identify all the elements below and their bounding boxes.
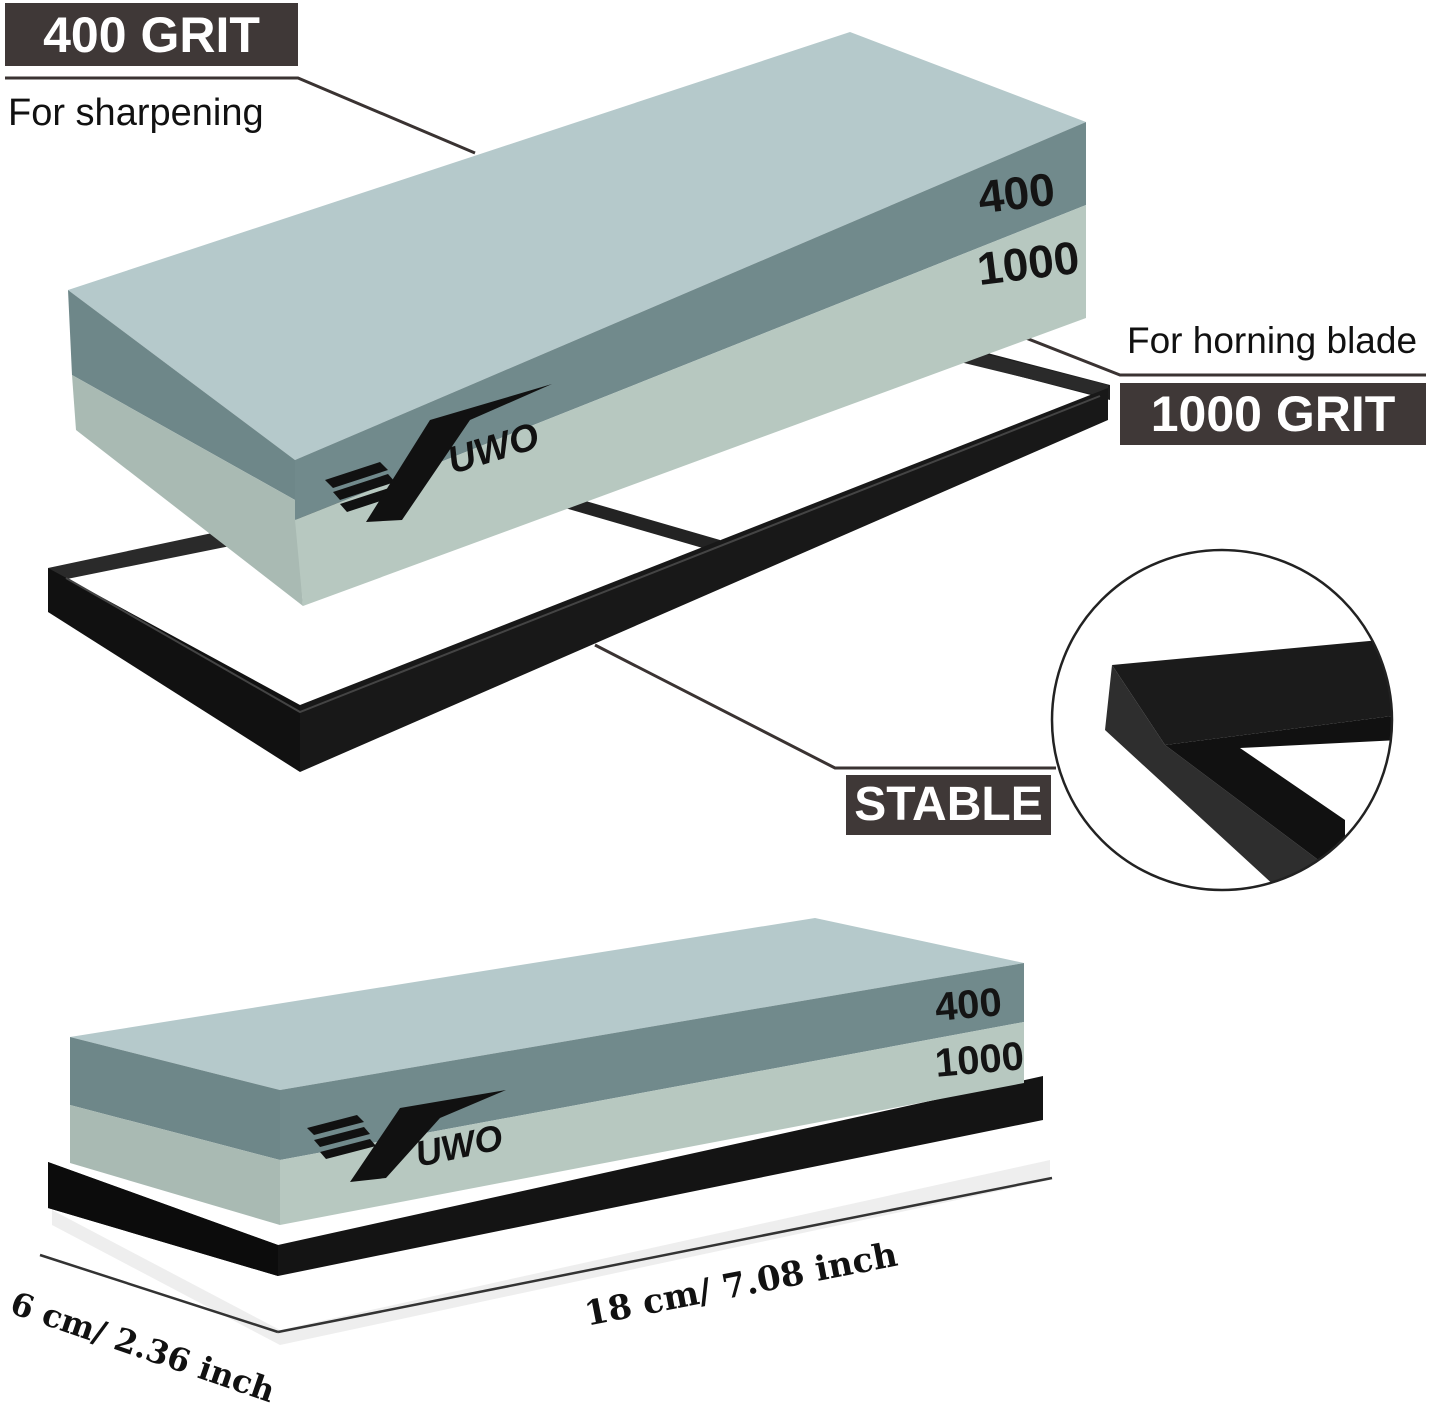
brand-logo-mark <box>307 1090 506 1182</box>
assembled-bottom-grit-label: 1000 <box>933 1034 1026 1086</box>
stable-tag: STABLE <box>846 775 1051 835</box>
grit-1000-caption: For horning blade <box>1127 320 1418 361</box>
brand-logo-mark <box>325 384 552 522</box>
grit-1000-tag: 1000 GRIT <box>1120 383 1426 445</box>
base-detail-zoom <box>1050 548 1394 892</box>
callout-lines <box>5 76 1426 770</box>
whetstone-separated <box>68 32 1086 606</box>
product-illustration <box>5 32 1426 1345</box>
grit-400-caption: For sharpening <box>8 92 264 134</box>
assembled-top-grit-label: 400 <box>933 980 1004 1030</box>
dimension-lines <box>39 1176 1053 1334</box>
whetstone-assembled <box>48 918 1050 1345</box>
grit-400-tag: 400 GRIT <box>5 3 298 66</box>
stone-bottom-grit-label: 1000 <box>974 230 1083 296</box>
stone-top-grit-label: 400 <box>975 162 1058 224</box>
